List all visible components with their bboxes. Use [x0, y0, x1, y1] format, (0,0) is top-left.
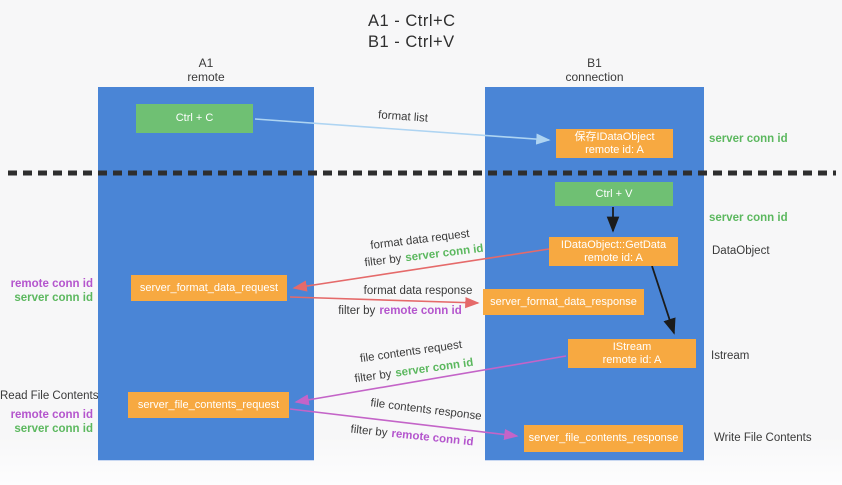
node-server-file-contents-request-label: server_file_contents_request: [137, 398, 280, 411]
node-idataobject-getdata-line1: IDataObject::GetData: [560, 238, 667, 251]
label-remote-conn-id-text: remote conn id: [379, 305, 462, 317]
node-idataobject-getdata-line2: remote id: A: [584, 251, 643, 264]
title-line-2: B1 - Ctrl+V: [368, 33, 455, 51]
label-server-conn-id-mid-right: server conn id: [709, 212, 788, 224]
lifeline-a1-subtitle: remote: [187, 70, 225, 84]
lifeline-b1-name: B1: [587, 56, 602, 70]
node-save-idataobject: 保存IDataObject remote id: A: [556, 129, 673, 158]
label-server-conn-id: server conn id: [14, 292, 93, 304]
node-server-file-contents-request: server_file_contents_request: [128, 392, 289, 418]
label-filter-by-text: filter by: [338, 305, 376, 317]
diagram-title: A1 - Ctrl+C B1 - Ctrl+V: [368, 11, 456, 53]
label-remote-conn-id: remote conn id: [10, 278, 93, 290]
node-ctrl-c: Ctrl + C: [136, 104, 253, 133]
node-server-file-contents-response-label: server_file_contents_response: [528, 432, 679, 444]
label-server-conn-id: server conn id: [14, 423, 93, 435]
label-filter-by-text: filter by: [353, 368, 393, 386]
node-ctrl-v-label: Ctrl + V: [595, 187, 633, 200]
node-server-file-contents-response: server_file_contents_response: [524, 425, 683, 452]
label-remote-conn-id-text: remote conn id: [390, 427, 475, 449]
lifeline-a1-header: A1 remote: [98, 56, 314, 84]
node-server-format-data-response-label: server_format_data_response: [490, 295, 637, 308]
node-istream-line1: IStream: [612, 340, 652, 353]
node-server-format-data-request: server_format_data_request: [131, 275, 287, 301]
node-ctrl-v: Ctrl + V: [555, 182, 673, 206]
node-save-idataobject-line1: 保存IDataObject: [574, 130, 655, 143]
label-filter-by-text: filter by: [349, 423, 389, 440]
node-istream: IStream remote id: A: [568, 339, 696, 368]
label-read-file-contents: Read File Contents: [0, 390, 99, 402]
label-dataobject: DataObject: [712, 245, 770, 257]
lifeline-b1-header: B1 connection: [485, 56, 704, 84]
node-ctrl-c-label: Ctrl + C: [175, 112, 214, 124]
label-server-conn-id-top-right: server conn id: [709, 133, 788, 145]
label-format-list: format list: [377, 109, 429, 125]
node-idataobject-getdata: IDataObject::GetData remote id: A: [549, 237, 678, 266]
lifeline-b1-subtitle: connection: [565, 70, 624, 84]
title-line-1: A1 - Ctrl+C: [368, 12, 456, 30]
label-conn-ids-left-bottom: remote conn id server conn id: [0, 408, 93, 436]
label-remote-conn-id: remote conn id: [10, 409, 93, 421]
label-file-contents-response: file contents response: [369, 397, 483, 423]
label-filter-by-text: filter by: [363, 252, 403, 270]
label-format-data-response: format data response: [363, 285, 473, 297]
lifeline-a1-name: A1: [198, 56, 214, 70]
arrow-format-data-response: [289, 296, 480, 309]
node-save-idataobject-line2: remote id: A: [585, 143, 644, 156]
label-istream: Istream: [711, 350, 750, 362]
label-conn-ids-left-top: remote conn id server conn id: [0, 277, 93, 305]
node-server-format-data-response: server_format_data_response: [483, 289, 644, 315]
label-write-file-contents: Write File Contents: [714, 432, 812, 444]
label-server-conn-id-text: server conn id: [394, 356, 475, 380]
node-istream-line2: remote id: A: [602, 353, 662, 366]
node-server-format-data-request-label: server_format_data_request: [139, 281, 279, 294]
